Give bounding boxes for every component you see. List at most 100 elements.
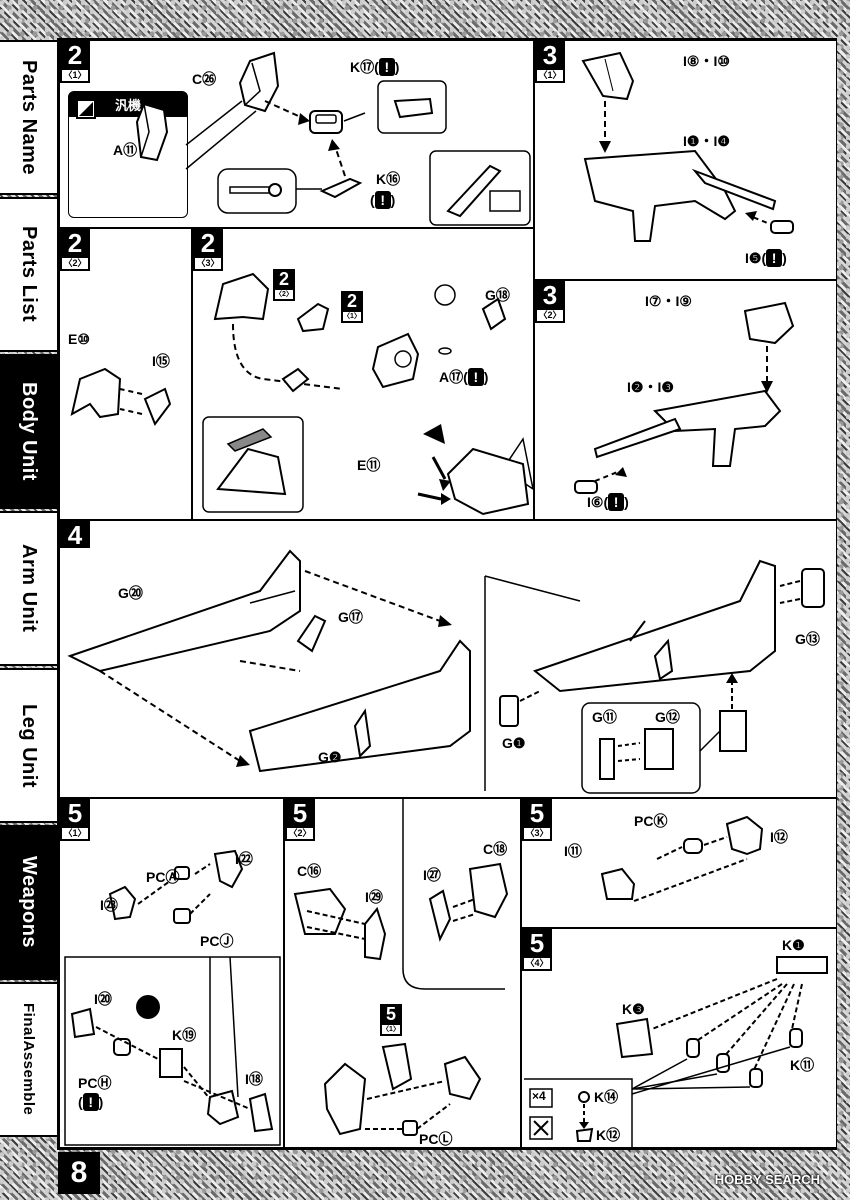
step-badge: 5〈1〉 (60, 799, 90, 841)
label-g12: G⑫ (655, 709, 680, 725)
step-badge: 5〈3〉 (522, 799, 552, 841)
step-5-1-drawing (64, 849, 281, 1146)
label-pck: PCⓀ (634, 813, 668, 829)
warning-icon: ! (378, 58, 395, 76)
part-a11-drawing (76, 99, 169, 162)
label-g13: G⑬ (795, 631, 820, 647)
step-3-2-drawing (574, 301, 795, 494)
step-badge: 4 (60, 521, 90, 548)
label-i5: I❺(!) (745, 249, 787, 267)
label-i18: I⑱ (245, 1071, 263, 1087)
tab-parts-list[interactable]: Parts List (0, 197, 57, 352)
watermark: HOBBY SEARCH (714, 1172, 820, 1187)
step-3-2-panel: 3〈2〉 I⑦・I⑨ I❷・I❸ I⑥(!) (534, 280, 837, 520)
ref-step-2-2: 2〈2〉 (273, 269, 295, 301)
step-5-4-drawing (524, 956, 828, 1147)
label-i11: I⑪ (564, 843, 582, 859)
step-2-2-drawing (70, 367, 172, 427)
tab-label: Weapons (18, 856, 40, 949)
warning-icon: ! (766, 249, 783, 267)
step-3-1-panel: 3〈1〉 I⑧・I⑩ I❶・I❹ I❺(!) (534, 40, 837, 280)
warning-icon: ! (467, 368, 484, 386)
instruction-page: 2〈1〉 汎機 A⑪ (57, 38, 837, 1150)
tab-arm-unit[interactable]: Arm Unit (0, 511, 57, 666)
label-g1: G❶ (502, 735, 526, 751)
warning-icon: ! (608, 493, 625, 511)
step-badge: 3〈1〉 (535, 41, 565, 83)
label-g2: G❷ (318, 749, 342, 765)
step-5-3-panel: 5〈3〉 PCⓀ I⑪ I⑫ (521, 798, 837, 928)
ref-step-5-1: 5〈1〉 (380, 1004, 402, 1036)
tab-label: Parts List (18, 226, 40, 323)
label-k19: K⑲ (172, 1027, 197, 1043)
step-2-3-drawing (202, 272, 533, 516)
step-badge: 2〈1〉 (60, 41, 90, 83)
step-3-1-drawing (581, 51, 794, 242)
label-g18: G⑱ (485, 287, 510, 303)
step-4-drawing (67, 549, 825, 794)
tab-final-assemble[interactable]: FinalAssemble (0, 982, 57, 1137)
step-5-2-panel: 5〈2〉 C⑯ I㉙ I㉗ C⑱ 5〈1〉 PCⓁ (284, 798, 521, 1148)
label-k14: K⑭ (594, 1089, 619, 1105)
step-badge: 2〈2〉 (60, 229, 90, 271)
step-5-3-drawing (600, 815, 764, 902)
label-i20: I⑳ (94, 991, 112, 1007)
step-2-2-panel: 2〈2〉 E⑩ I⑮ (59, 228, 192, 520)
generic-parts-box: 汎機 A⑪ (68, 91, 188, 218)
label-k3: K❸ (622, 1001, 645, 1017)
label-i12: I⑫ (770, 829, 788, 845)
label-k16-warning: (!) (370, 191, 396, 209)
label-i22: I㉒ (235, 851, 253, 867)
step-badge: 5〈2〉 (285, 799, 315, 841)
step-2-1-drawing (185, 51, 531, 226)
page-number: 8 (58, 1152, 100, 1194)
label-pch-warning: (!) (78, 1093, 104, 1111)
label-i15: I⑮ (152, 353, 170, 369)
label-k12: K⑫ (596, 1127, 621, 1143)
label-g11: G⑪ (592, 709, 617, 725)
label-e10: E⑩ (68, 331, 90, 347)
label-i7-i9: I⑦・I⑨ (645, 293, 692, 309)
label-k1: K❶ (782, 937, 805, 953)
step-badge: 3〈2〉 (535, 281, 565, 323)
label-e11: E⑪ (357, 457, 381, 473)
label-a11: A⑪ (113, 142, 138, 158)
step-4-panel: 4 (59, 520, 837, 798)
warning-icon: ! (82, 1093, 99, 1111)
label-k17: K⑰(!) (350, 58, 400, 76)
step-2-1-panel: 2〈1〉 汎機 A⑪ (59, 40, 534, 228)
label-c18: C⑱ (483, 841, 508, 857)
tab-parts-name[interactable]: Parts Name (0, 40, 57, 195)
section-tabs: Parts Name Parts List Body Unit Arm Unit… (0, 40, 57, 1140)
label-g17: G⑰ (338, 609, 363, 625)
tab-label: Body Unit (18, 382, 40, 481)
warning-icon: ! (374, 191, 391, 209)
tab-leg-unit[interactable]: Leg Unit (0, 668, 57, 823)
tab-label: Leg Unit (18, 703, 40, 788)
label-i29: I㉙ (365, 889, 383, 905)
label-pch: PCⒽ (78, 1075, 112, 1091)
step-5-4-panel: 5〈4〉 K❶ K❸ K⑪ (521, 928, 837, 1148)
label-i6: I⑥(!) (587, 493, 629, 511)
tab-label: Parts Name (18, 59, 40, 176)
label-c26: C㉖ (192, 71, 217, 87)
label-pcl: PCⓁ (419, 1131, 453, 1147)
step-5-2-drawing (293, 799, 509, 1136)
tab-label: Arm Unit (18, 544, 40, 633)
tab-label: FinalAssemble (20, 1003, 37, 1116)
label-g20: G⑳ (118, 585, 143, 601)
label-pcj: PCⒿ (200, 933, 234, 949)
step-badge: 5〈4〉 (522, 929, 552, 971)
label-k11: K⑪ (790, 1057, 815, 1073)
label-i8-i10: I⑧・I⑩ (683, 53, 730, 69)
label-a17: A⑰(!) (439, 368, 489, 386)
label-c16: C⑯ (297, 863, 322, 879)
label-i2-i3: I❷・I❸ (627, 379, 674, 395)
step-5-1-panel: 5〈1〉 PCⒶ I㉒ I㉓ PCⒿ I⑳ K⑲ I⑱ (59, 798, 284, 1148)
label-quantity-x4: ×4 (532, 1089, 546, 1103)
label-pca: PCⒶ (146, 869, 180, 885)
step-2-3-panel: 2〈3〉 2〈2〉 2〈1〉 G⑱ A⑰(!) E⑪ (192, 228, 534, 520)
label-i1-i4: I❶・I❹ (683, 133, 730, 149)
tab-weapons[interactable]: Weapons (0, 825, 57, 980)
tab-body-unit[interactable]: Body Unit (0, 354, 57, 509)
